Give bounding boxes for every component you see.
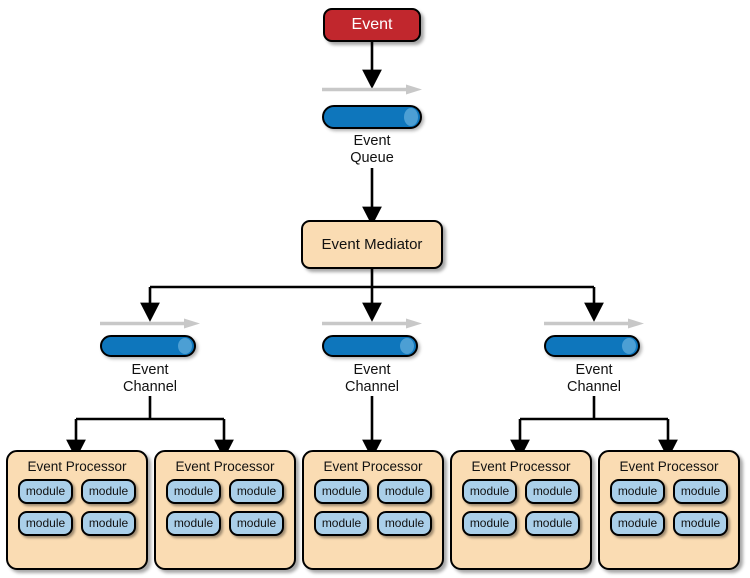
event-processor-title-2: Event Processor <box>175 459 275 474</box>
event-channel-label-2: Event Channel <box>344 362 399 395</box>
module-grid-5: module module module module <box>600 479 738 546</box>
event-mediator-node[interactable]: Event Mediator <box>301 220 443 269</box>
flow-arrow-icon-queue <box>322 84 422 95</box>
event-label: Event <box>351 15 393 33</box>
event-processor-node-1[interactable]: Event Processor module module module mod… <box>6 450 148 570</box>
module-box[interactable]: module <box>525 511 580 537</box>
module-grid-3: module module module module <box>304 479 442 546</box>
module-box[interactable]: module <box>462 511 517 537</box>
event-processor-title-3: Event Processor <box>323 459 423 474</box>
module-box[interactable]: module <box>18 479 73 505</box>
channel-cylinder-cap-3 <box>622 338 636 354</box>
channel-cylinder-icon-2[interactable] <box>322 335 418 357</box>
event-processor-node-5[interactable]: Event Processor module module module mod… <box>598 450 740 570</box>
queue-cylinder-icon[interactable] <box>322 105 422 129</box>
queue-cylinder-cap <box>404 108 418 126</box>
module-box[interactable]: module <box>166 479 221 505</box>
event-processor-title-4: Event Processor <box>471 459 571 474</box>
module-box[interactable]: module <box>314 479 369 505</box>
flow-arrow-icon-channel-3 <box>544 318 644 329</box>
event-processor-title-5: Event Processor <box>619 459 719 474</box>
module-box[interactable]: module <box>673 479 728 505</box>
module-grid-4: module module module module <box>452 479 590 546</box>
module-box[interactable]: module <box>229 511 284 537</box>
event-queue-label: Event Queue <box>350 133 394 166</box>
event-processor-node-4[interactable]: Event Processor module module module mod… <box>450 450 592 570</box>
channel-cylinder-cap-1 <box>178 338 192 354</box>
flow-arrow-icon-channel-1 <box>100 318 200 329</box>
module-box[interactable]: module <box>81 479 136 505</box>
event-channel-label-1: Event Channel <box>122 362 177 395</box>
event-mediator-label: Event Mediator <box>321 235 423 253</box>
module-box[interactable]: module <box>377 511 432 537</box>
module-box[interactable]: module <box>81 511 136 537</box>
channel-cylinder-icon-1[interactable] <box>100 335 196 357</box>
flow-arrow-icon-channel-2 <box>322 318 422 329</box>
module-box[interactable]: module <box>462 479 517 505</box>
event-processor-node-2[interactable]: Event Processor module module module mod… <box>154 450 296 570</box>
module-box[interactable]: module <box>525 479 580 505</box>
event-processor-node-3[interactable]: Event Processor module module module mod… <box>302 450 444 570</box>
event-channel-label-3: Event Channel <box>566 362 621 395</box>
event-node[interactable]: Event <box>323 8 421 42</box>
channel-cylinder-icon-3[interactable] <box>544 335 640 357</box>
event-processor-title-1: Event Processor <box>27 459 127 474</box>
module-box[interactable]: module <box>314 511 369 537</box>
module-box[interactable]: module <box>610 479 665 505</box>
module-grid-2: module module module module <box>156 479 294 546</box>
module-box[interactable]: module <box>377 479 432 505</box>
module-box[interactable]: module <box>166 511 221 537</box>
module-grid-1: module module module module <box>8 479 146 546</box>
channel-cylinder-cap-2 <box>400 338 414 354</box>
module-box[interactable]: module <box>610 511 665 537</box>
module-box[interactable]: module <box>18 511 73 537</box>
module-box[interactable]: module <box>229 479 284 505</box>
module-box[interactable]: module <box>673 511 728 537</box>
